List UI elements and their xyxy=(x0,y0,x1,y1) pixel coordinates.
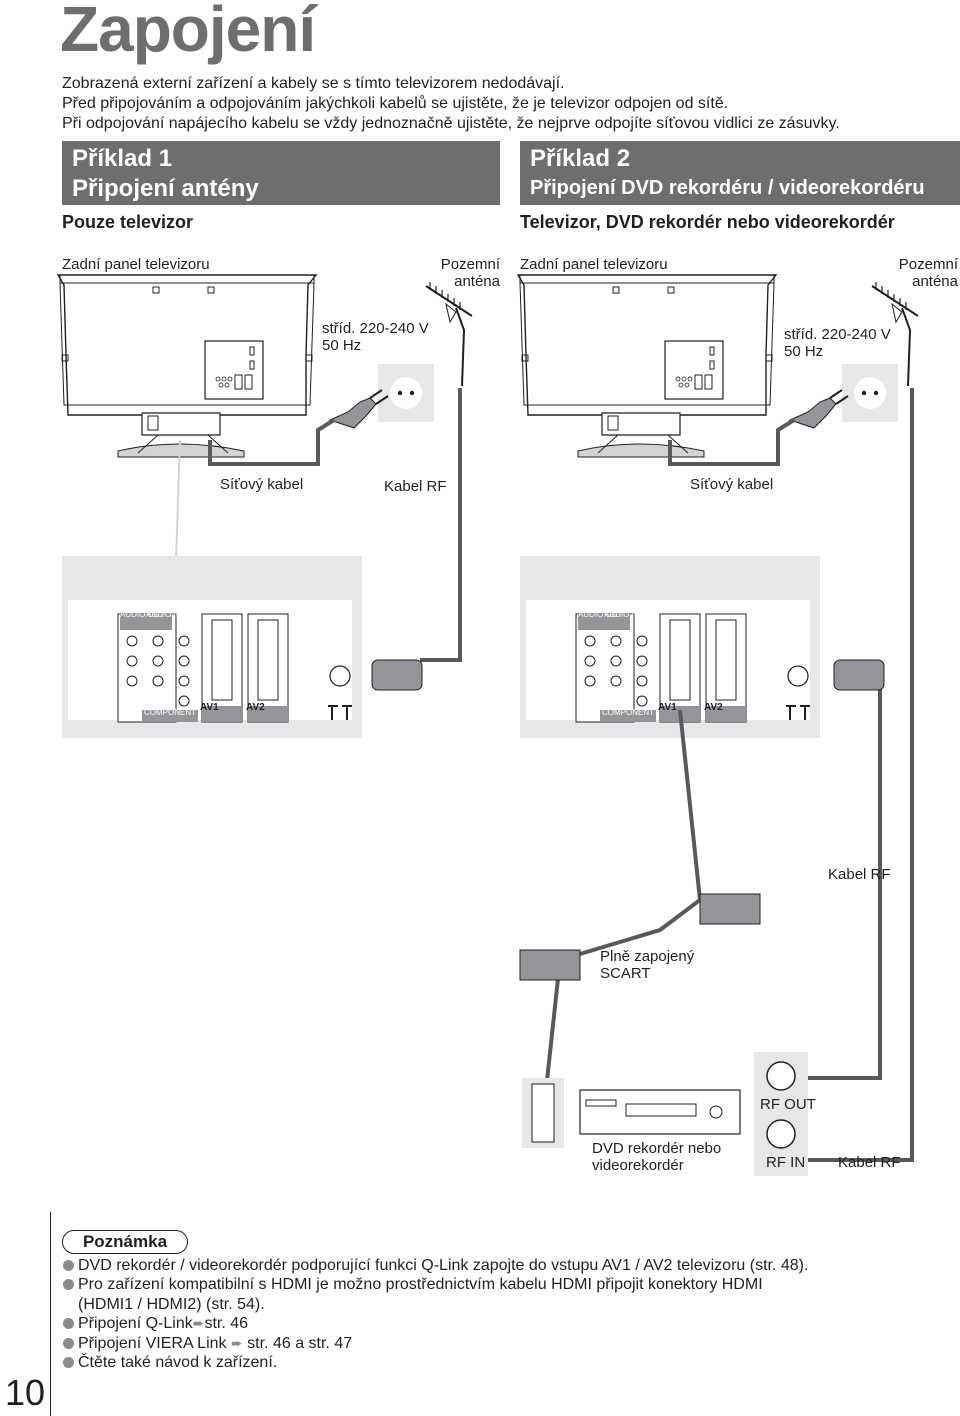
scart-plug-top-icon xyxy=(699,893,761,925)
panel-1-audio-out: AUDIO OUT xyxy=(120,610,165,619)
rf-out-label: RF OUT xyxy=(760,1096,816,1113)
page-number: 10 xyxy=(4,1372,46,1413)
rf-out-socket-icon xyxy=(766,1061,796,1091)
rf-cable-2-bottom xyxy=(800,388,914,1162)
panel-1-av1: AV1 xyxy=(200,702,219,713)
arrow-right-icon: ➨ xyxy=(192,1315,205,1332)
zoom-line-1a xyxy=(66,439,181,561)
rf-cable-1 xyxy=(420,388,462,662)
mains-cable-label-1: Síťový kabel xyxy=(220,476,304,493)
mains-cable-label-2: Síťový kabel xyxy=(690,476,774,493)
note-list: DVD rekordér / videorekordér podporující… xyxy=(62,1256,808,1372)
tv-back-1 xyxy=(57,274,317,458)
example1-banner: Příklad 1 Připojení antény xyxy=(62,141,500,205)
rf-plug-2-icon xyxy=(833,659,885,691)
rear-panel-label-2: Zadní panel televizoru xyxy=(520,256,668,273)
example1-caption: Pouze televizor xyxy=(62,212,194,232)
panel-2-av2: AV2 xyxy=(704,702,723,713)
note-item: Připojení Q-Link➨str. 46 xyxy=(62,1314,808,1333)
panel-2-audio-in: AUDIO IN xyxy=(604,610,640,619)
panel-2-av1: AV1 xyxy=(658,702,677,713)
note-item: DVD rekordér / videorekordér podporující… xyxy=(62,1256,808,1275)
rf-cable-label-1: Kabel RF xyxy=(384,478,447,495)
tv-back-2 xyxy=(517,274,777,458)
rf-cable-2-top xyxy=(800,680,882,1080)
example1-subheading: Připojení antény xyxy=(72,175,259,202)
panel-1-av2: AV2 xyxy=(246,702,265,713)
scart-label: Plně zapojený SCART xyxy=(600,948,695,982)
antenna-label-2: Pozemní anténa xyxy=(898,256,958,290)
rf-plug-1-icon xyxy=(371,659,423,691)
example2-banner: Příklad 2 Připojení DVD rekordéru / vide… xyxy=(520,141,960,205)
intro-line-1: Zobrazená externí zařízení a kabely se s… xyxy=(62,75,565,92)
example2-caption: Televizor, DVD rekordér nebo videorekord… xyxy=(520,212,895,232)
plug-2-icon xyxy=(789,389,849,429)
power-label-1: stříd. 220-240 V 50 Hz xyxy=(322,320,429,354)
socket-2-icon xyxy=(842,364,898,422)
device-label: DVD rekordér nebo videorekordér xyxy=(592,1140,722,1174)
intro-text: Zobrazená externí zařízení a kabely se s… xyxy=(62,74,840,134)
rf-in-socket-icon xyxy=(766,1119,796,1149)
note-item: Čtěte také návod k zařízení. xyxy=(62,1353,808,1372)
panel-2-component: COMPONENT xyxy=(602,708,654,717)
rf-in-label: RF IN xyxy=(766,1154,806,1171)
example2-subheading: Připojení DVD rekordéru / videorekordéru xyxy=(530,177,925,199)
page-title: Zapojení xyxy=(60,0,316,65)
mains-cable-1 xyxy=(208,418,336,466)
rear-panel-label-1: Zadní panel televizoru xyxy=(62,256,210,273)
scart-cable xyxy=(544,709,703,1091)
note-badge: Poznámka xyxy=(62,1230,188,1254)
panel-2-audio-out: AUDIO OUT xyxy=(578,610,623,619)
note-item: Připojení VIERA Link ➨ str. 46 a str. 47 xyxy=(62,1334,808,1353)
dvd-recorder-icon xyxy=(579,1089,741,1135)
rf-cable-top-label: Kabel RF xyxy=(828,866,891,883)
mains-cable-2 xyxy=(668,418,796,466)
panel-1-audio-in: AUDIO IN xyxy=(146,610,182,619)
socket-1-icon xyxy=(378,364,434,422)
example1-heading: Příklad 1 xyxy=(72,145,173,172)
page-divider xyxy=(50,1212,51,1416)
note-item-continued: (HDMI1 / HDMI2) (str. 54). xyxy=(78,1295,265,1313)
example2-heading: Příklad 2 xyxy=(530,145,631,172)
panel-1-component: COMPONENT xyxy=(144,708,196,717)
rf-cable-bottom-label: Kabel RF xyxy=(838,1154,901,1171)
antenna-label-1: Pozemní anténa xyxy=(440,256,500,290)
scart-plug-bottom-icon xyxy=(519,949,581,981)
note-item: Pro zařízení kompatibilní s HDMI je možn… xyxy=(62,1275,808,1294)
arrow-right-icon: ➨ xyxy=(230,1334,243,1351)
intro-line-2: Před připojováním a odpojováním jakýchko… xyxy=(62,95,729,112)
intro-line-3: Při odpojování napájecího kabelu se vždy… xyxy=(62,115,840,132)
power-label-2: stříd. 220-240 V 50 Hz xyxy=(784,326,891,360)
